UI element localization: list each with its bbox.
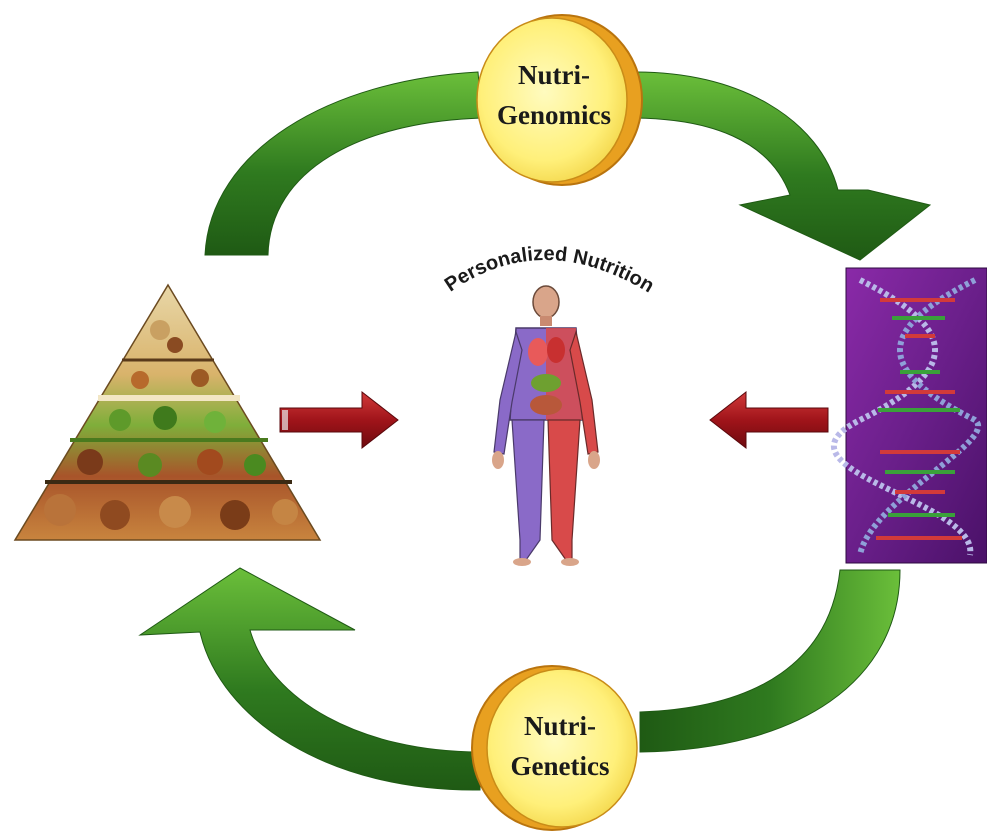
cycle-arrow-top-right [630,72,930,260]
food-pyramid-image [15,285,320,540]
arrow-dna-to-body [710,392,828,448]
dna-helix-image [834,268,987,563]
node-nutri-genomics: Nutri- Genomics [477,15,642,185]
node-nutri-genetics-line2: Genetics [511,751,610,781]
cycle-arrow-top-left [205,72,482,255]
node-nutri-genomics-line1: Nutri- [518,60,590,90]
human-body-image [492,286,600,566]
node-nutri-genetics-line1: Nutri- [524,711,596,741]
node-nutri-genetics: Nutri- Genetics [472,666,637,830]
arrow-food-to-body [280,392,398,448]
cycle-arrow-bottom-right [640,570,900,752]
personalized-nutrition-group: Personalized Nutrition [441,243,658,566]
node-nutri-genomics-line2: Genomics [497,100,611,130]
cycle-arrow-bottom-left [140,568,480,790]
